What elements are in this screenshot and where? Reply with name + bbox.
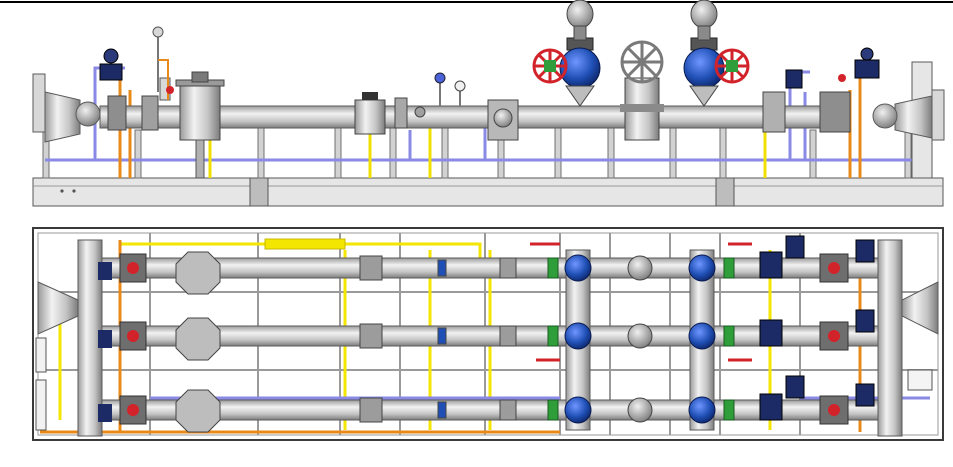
outlet-header [877,239,903,437]
inline-valves [359,255,517,423]
regulator-assembly [394,97,519,141]
handwheel-icon [620,40,664,84]
flow-meter [354,92,386,135]
right-actuator-valves [762,47,880,133]
side-plates [35,337,47,431]
inlet-reducer-left [32,73,101,143]
shutoff-valves-left [98,253,147,425]
filter-housing-icon [175,251,221,433]
inlet-reducer-plan [37,281,79,335]
line-components [98,235,875,433]
ball-valve-1 [532,0,601,107]
pressure-gauges [414,72,466,118]
ball-valve-2 [683,0,750,107]
skid-foot-left [249,177,269,207]
green-flanges [547,257,735,421]
elevation-view [32,0,945,207]
plan-view [32,227,944,441]
skid-base [32,177,944,207]
ball-valve-icon [564,254,716,424]
skid-foot-right [715,177,735,207]
support-columns [42,127,912,179]
outlet-reducer-right [872,61,945,179]
right-actuated-valves [759,235,875,425]
gate-valve-middle [620,40,664,141]
filter-housing [152,26,225,179]
red-handles [530,242,752,362]
outlet-reducer-plan [901,281,939,335]
gate-valves-plan [627,255,653,423]
